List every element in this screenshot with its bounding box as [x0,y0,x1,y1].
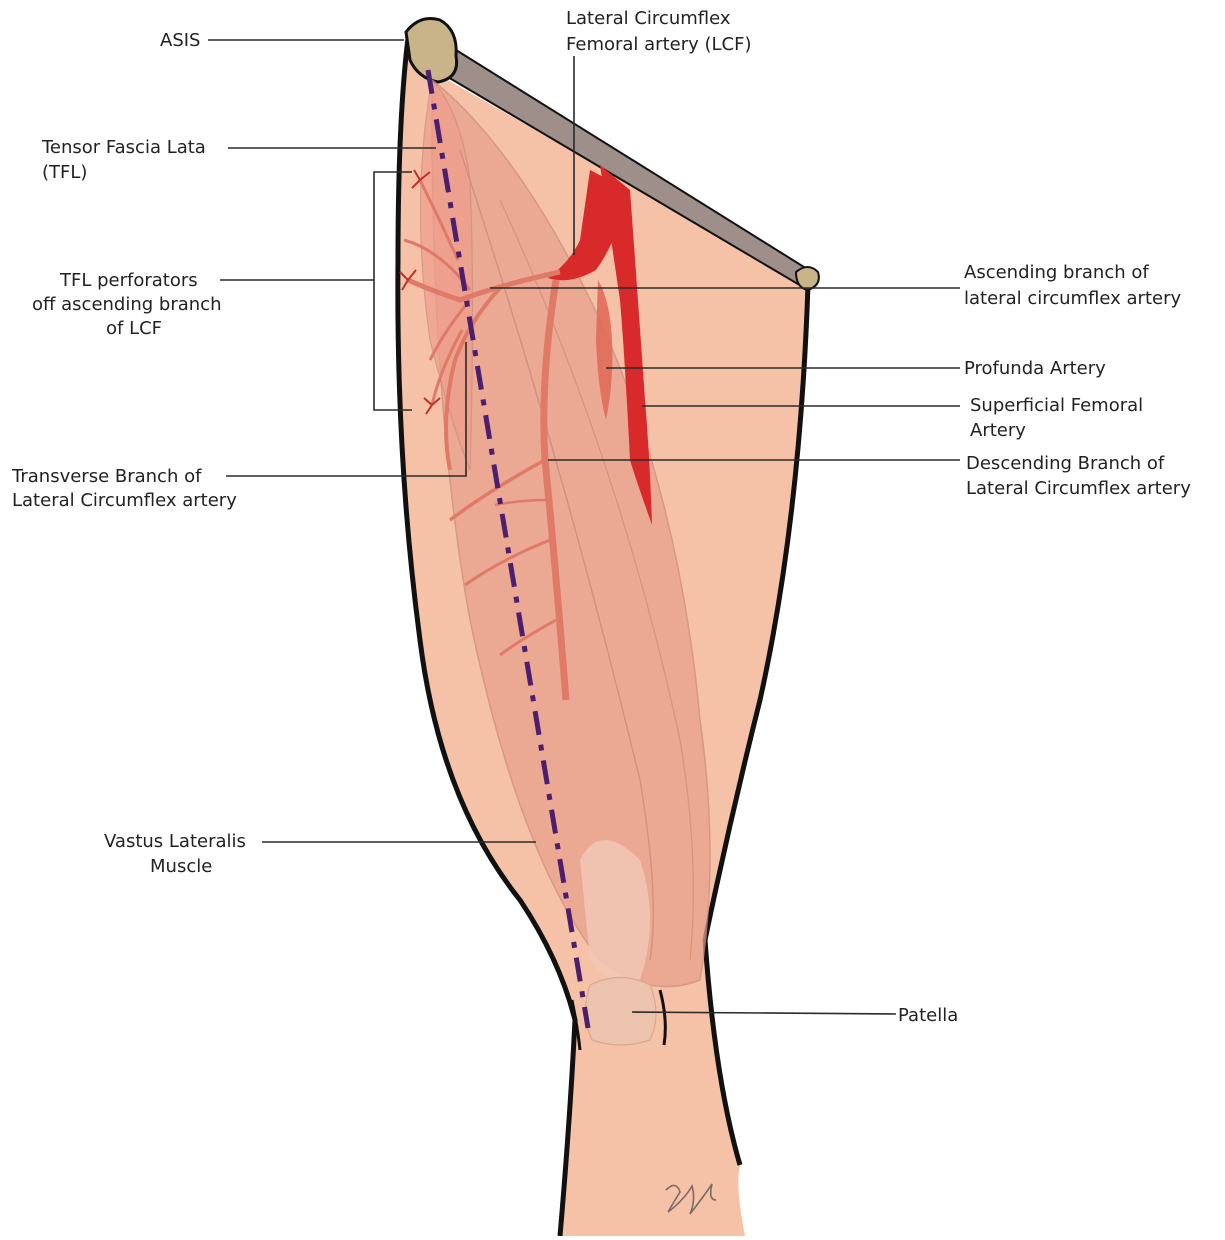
label-lcf-2: Femoral artery (LCF) [566,34,751,55]
label-tfl-2: (TFL) [42,162,87,183]
label-ascending-1: Ascending branch of [964,262,1149,283]
label-tfl-perf-3: of LCF [106,318,162,339]
label-tfl-perf-2: off ascending branch [32,294,221,315]
label-patella: Patella [898,1005,958,1026]
label-profunda: Profunda Artery [964,358,1106,379]
label-descending-1: Descending Branch of [966,453,1165,474]
label-descending-2: Lateral Circumflex artery [966,478,1191,499]
label-tfl-perf-1: TFL perforators [59,270,198,291]
label-transverse-2: Lateral Circumflex artery [12,490,237,511]
patella-bone [585,978,656,1046]
label-ascending-2: lateral circumflex artery [964,288,1181,309]
label-vastus-1: Vastus Lateralis [104,831,246,852]
label-transverse-1: Transverse Branch of [11,466,202,487]
label-lcf-1: Lateral Circumflex [566,8,731,29]
label-tfl-1: Tensor Fascia Lata [41,137,206,158]
label-sfa-1: Superficial Femoral [970,395,1143,416]
label-asis: ASIS [160,30,200,51]
label-sfa-2: Artery [970,420,1026,441]
pubic-bone-end [796,267,819,290]
label-vastus-2: Muscle [150,856,212,877]
